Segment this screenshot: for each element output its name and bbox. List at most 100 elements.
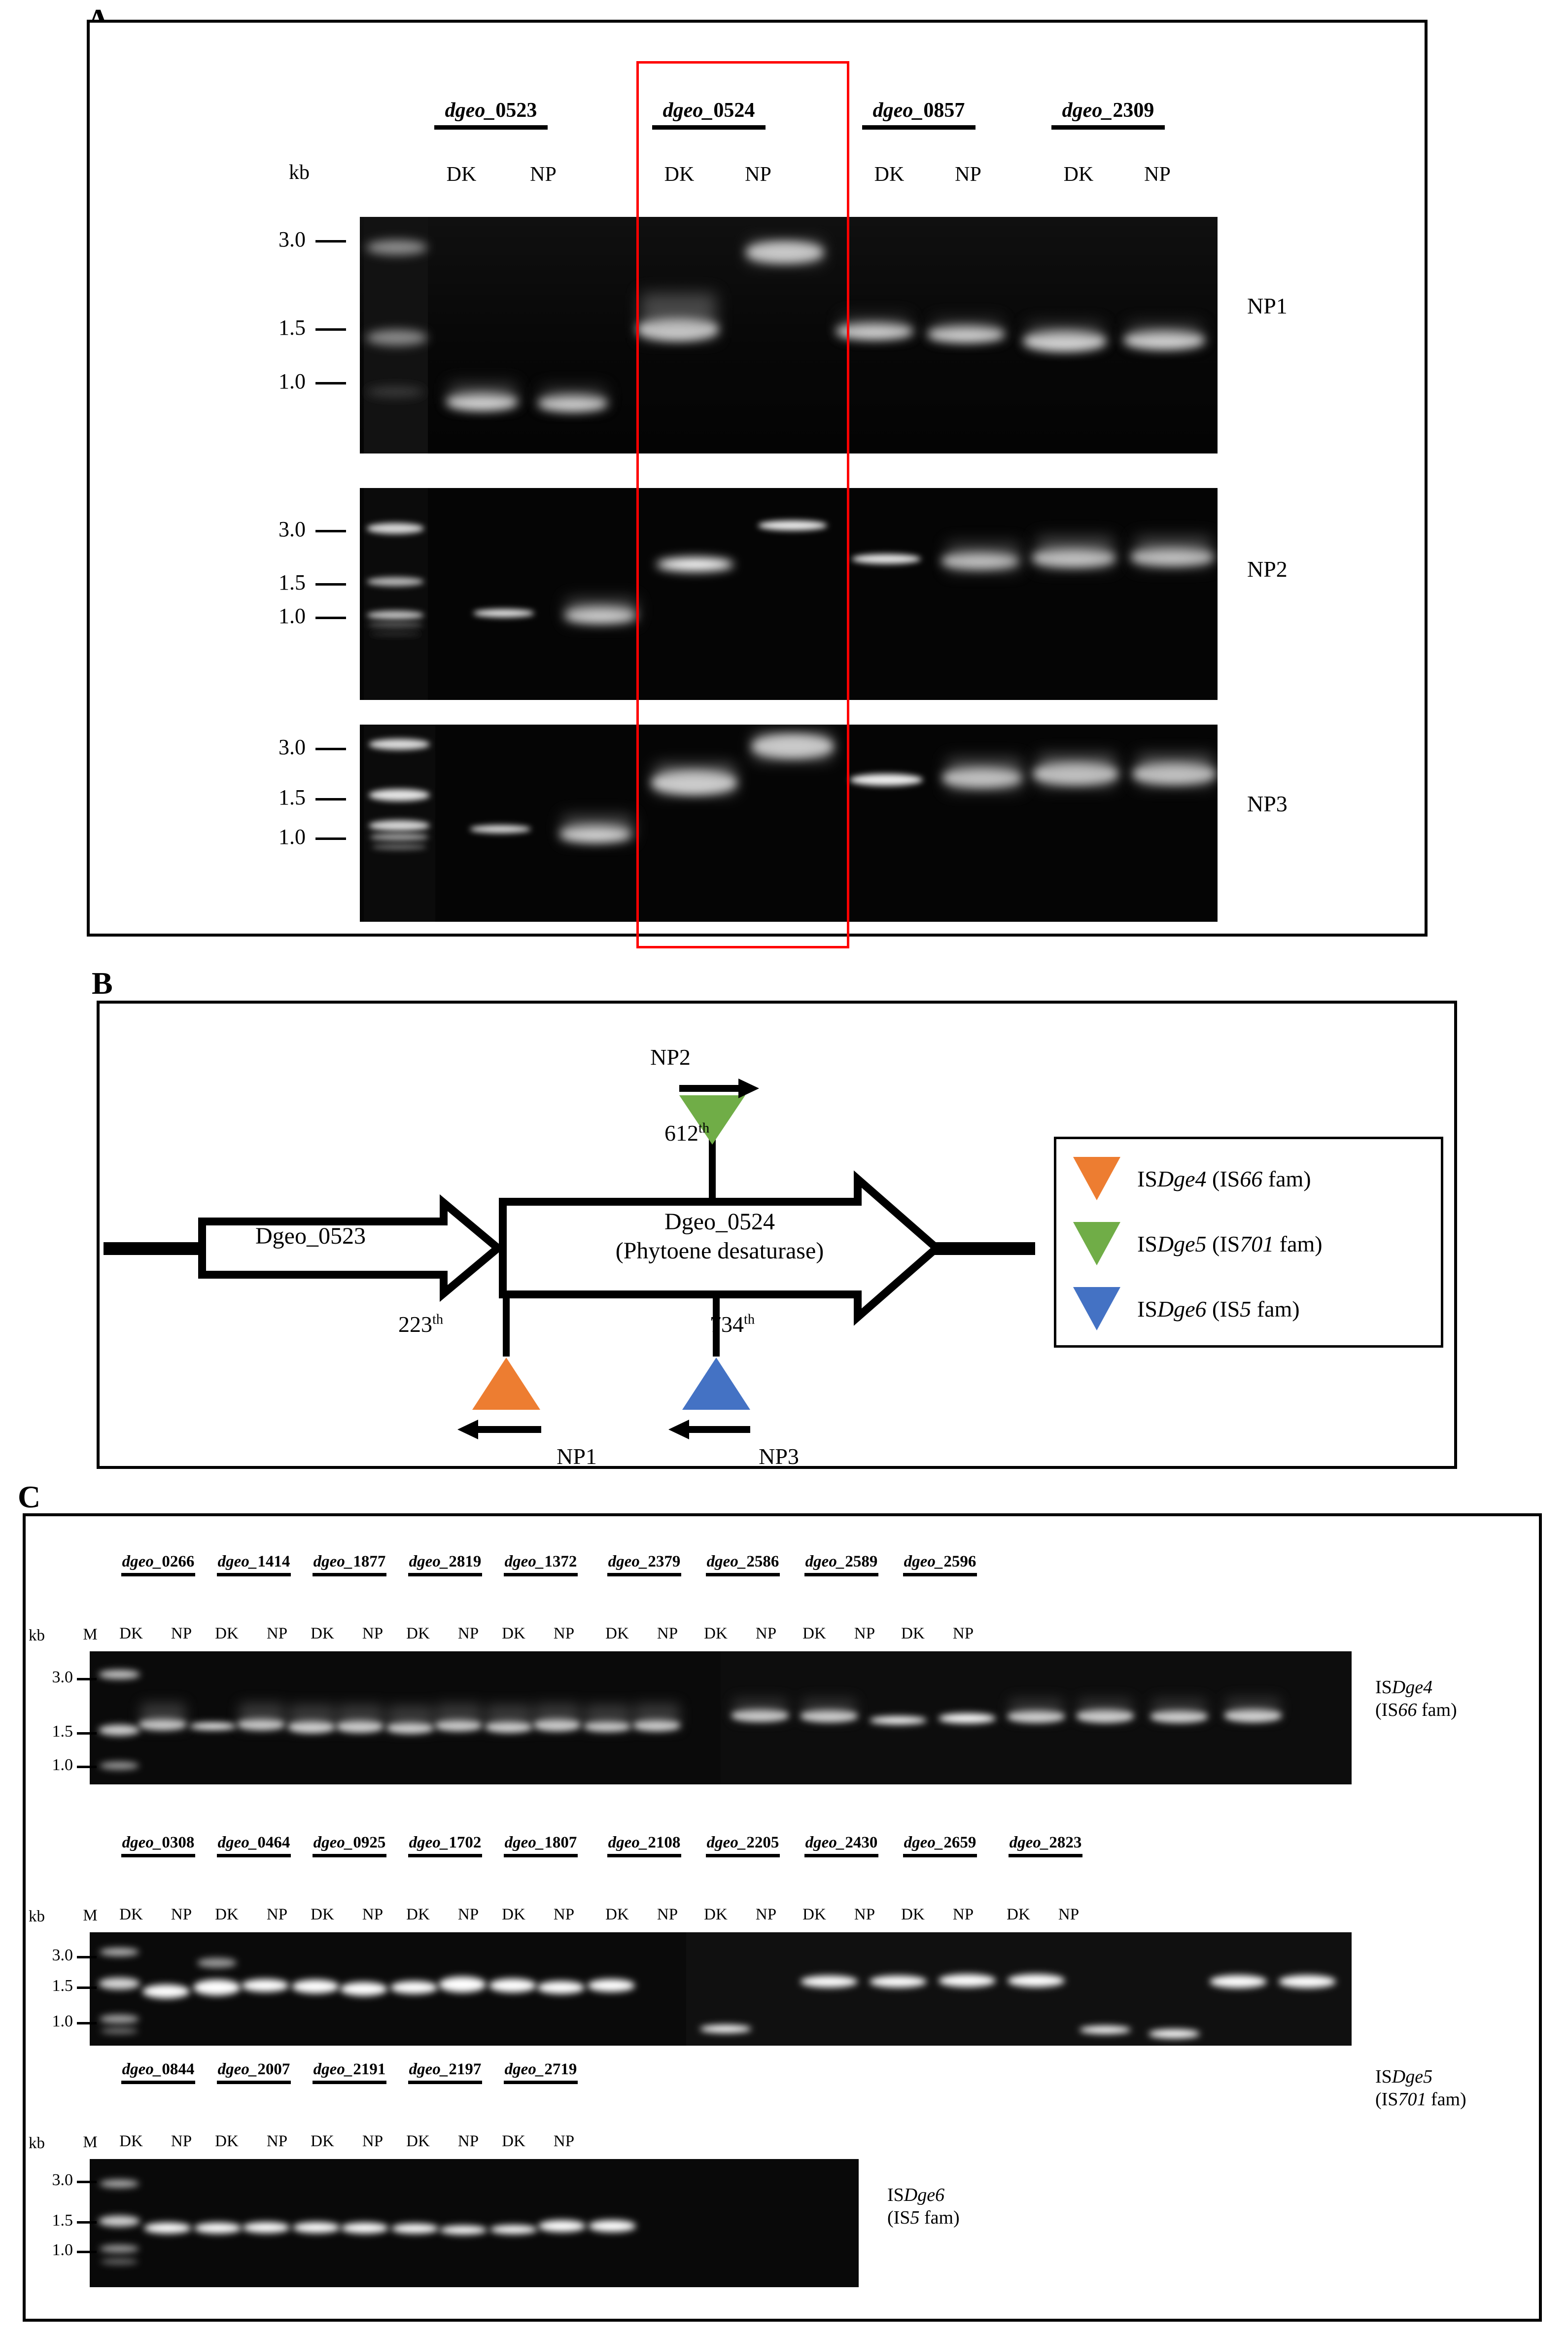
panel-b-position-734: 734th bbox=[710, 1311, 755, 1337]
gene-underline bbox=[313, 1854, 386, 1857]
marker-tick bbox=[77, 2022, 97, 2024]
gene-underline bbox=[652, 125, 766, 130]
panel-c-row1-lane-np-1: NP bbox=[266, 1625, 288, 1642]
panel-c-row2-marker-lane: M bbox=[83, 1907, 98, 1924]
gene-underline bbox=[121, 1854, 195, 1857]
panel-c-row2-lane-np-2: NP bbox=[362, 1906, 383, 1923]
marker-tick bbox=[315, 583, 346, 586]
panel-c-row3-kb-label: kb bbox=[29, 2134, 45, 2152]
marker-tick bbox=[315, 617, 346, 619]
panel-a-gene-header-1: dgeo_0524 bbox=[635, 99, 783, 130]
panel-b-np2-label: NP2 bbox=[650, 1045, 691, 1070]
panel-c-row2-lane-dk-1: DK bbox=[215, 1906, 239, 1923]
panel-a-row-label-np2: NP2 bbox=[1247, 557, 1288, 582]
gene-underline bbox=[607, 1854, 681, 1857]
panel-c-row3-lane-np-0: NP bbox=[171, 2132, 192, 2150]
panel-c-row1-lane-np-0: NP bbox=[171, 1625, 192, 1642]
panel-c-row3-gene-2: dgeo_2191 bbox=[305, 2060, 394, 2084]
gene-underline bbox=[313, 2081, 386, 2084]
panel-b-position-612: 612th bbox=[664, 1120, 709, 1146]
panel-c-row2-lane-dk-5: DK bbox=[605, 1906, 629, 1923]
panel-a-marker-np3-1.5: 1.5 bbox=[279, 785, 306, 809]
panel-c-row1-lane-np-7: NP bbox=[854, 1625, 875, 1642]
gene-underline bbox=[504, 2081, 578, 2084]
panel-b-gene-right-label: Dgeo_0524 (Phytoene desaturase) bbox=[503, 1208, 937, 1265]
panel-a-row-label-np1: NP1 bbox=[1247, 293, 1288, 318]
triangle-down-green-icon bbox=[1073, 1222, 1120, 1265]
gene-underline bbox=[1051, 125, 1165, 130]
legend-label-isdge6: ISDge6 (IS5 fam) bbox=[1137, 1296, 1300, 1322]
position-number: 612 bbox=[664, 1120, 698, 1146]
panel-a-lane-dk-2: DK bbox=[874, 163, 905, 186]
gene-underline bbox=[408, 1573, 482, 1576]
marker-tick bbox=[77, 1732, 97, 1735]
panel-c-row2-lane-np-0: NP bbox=[171, 1906, 192, 1923]
panel-c-row2-lane-np-9: NP bbox=[1058, 1906, 1080, 1923]
panel-c-row3-gene-4: dgeo_2719 bbox=[496, 2060, 586, 2084]
panel-a-gene-header-0: dgeo_0523 bbox=[417, 99, 565, 130]
panel-c-row3-marker-3.0: 3.0 bbox=[52, 2171, 73, 2189]
panel-c-row2-gene-2: dgeo_0925 bbox=[305, 1834, 394, 1857]
panel-a-gel-np3 bbox=[360, 725, 1218, 922]
marker-tick bbox=[315, 382, 346, 384]
marker-tick bbox=[315, 328, 346, 331]
panel-a-lane-dk-3: DK bbox=[1063, 163, 1094, 186]
gene-underline bbox=[804, 1854, 878, 1857]
panel-c-row1-side-label: ISDge4 (IS66 fam) bbox=[1375, 1676, 1457, 1722]
panel-b-gene-right-line1: Dgeo_0524 bbox=[664, 1209, 775, 1235]
panel-c-row2-lane-np-5: NP bbox=[657, 1906, 678, 1923]
position-ordinal: th bbox=[432, 1312, 444, 1327]
position-number: 734 bbox=[710, 1312, 744, 1337]
panel-c-row3-lane-dk-4: DK bbox=[502, 2132, 525, 2150]
panel-c-row2-lane-dk-9: DK bbox=[1007, 1906, 1030, 1923]
panel-c-row3-marker-1.5: 1.5 bbox=[52, 2211, 73, 2230]
panel-c-gel-row2 bbox=[90, 1932, 1352, 2046]
legend-label-isdge4: ISDge4 (IS66 fam) bbox=[1137, 1166, 1311, 1191]
gene-underline bbox=[121, 2081, 195, 2084]
panel-b-np1-label: NP1 bbox=[557, 1444, 597, 1469]
panel-c-row2-lane-np-6: NP bbox=[755, 1906, 777, 1923]
panel-a-marker-np1-1.5: 1.5 bbox=[279, 315, 306, 340]
panel-c-row1-lane-np-2: NP bbox=[362, 1625, 383, 1642]
panel-a-kb-label: kb bbox=[289, 161, 310, 184]
marker-tick bbox=[315, 748, 346, 750]
panel-c-row2-lane-dk-4: DK bbox=[502, 1906, 525, 1923]
panel-c-row1-lane-dk-8: DK bbox=[901, 1625, 925, 1642]
marker-tick bbox=[77, 1986, 97, 1989]
panel-b-gene-left-label: Dgeo_0523 bbox=[255, 1223, 366, 1249]
panel-c-row2-lane-np-8: NP bbox=[952, 1906, 974, 1923]
panel-a-gene-header-2: dgeo_0857 bbox=[845, 99, 993, 130]
panel-c-row1-lane-dk-7: DK bbox=[802, 1625, 826, 1642]
panel-a-marker-np2-3.0: 3.0 bbox=[279, 517, 306, 541]
panel-c-row3-lane-np-4: NP bbox=[553, 2132, 575, 2150]
panel-a-lane-dk-0: DK bbox=[446, 163, 477, 186]
panel-a-lane-np-2: NP bbox=[955, 163, 981, 186]
panel-b-gene-map bbox=[104, 1035, 1040, 1459]
panel-c-row2-gene-8: dgeo_2659 bbox=[895, 1834, 985, 1857]
panel-c-row2-lane-np-3: NP bbox=[457, 1906, 479, 1923]
gene-underline bbox=[504, 1854, 578, 1857]
marker-tick bbox=[77, 2181, 97, 2183]
gene-prefix: dgeo_ bbox=[662, 99, 714, 122]
panel-a-marker-np1-1.0: 1.0 bbox=[279, 369, 306, 393]
panel-c-row1-lane-np-8: NP bbox=[952, 1625, 974, 1642]
panel-c-row1-gene-4: dgeo_1372 bbox=[496, 1553, 586, 1576]
panel-c-row1-lane-dk-4: DK bbox=[502, 1625, 525, 1642]
panel-b-legend: ISDge4 (IS66 fam) ISDge5 (IS701 fam) ISD… bbox=[1054, 1137, 1443, 1348]
panel-b-letter: B bbox=[92, 966, 113, 1001]
panel-c-row1-gene-7: dgeo_2589 bbox=[797, 1553, 886, 1576]
panel-c-row3-lane-np-1: NP bbox=[266, 2132, 288, 2150]
panel-c-row3-gene-0: dgeo_0844 bbox=[113, 2060, 203, 2084]
side-label-line1: ISDge4 bbox=[1375, 1677, 1433, 1698]
side-label-line2: (IS66 fam) bbox=[1375, 1700, 1457, 1721]
gene-prefix: dgeo_ bbox=[872, 99, 924, 122]
marker-tick bbox=[315, 837, 346, 840]
panel-a-lane-np-1: NP bbox=[745, 163, 771, 186]
panel-c-row2-gene-1: dgeo_0464 bbox=[209, 1834, 299, 1857]
legend-item-isdge5: ISDge5 (IS701 fam) bbox=[1073, 1222, 1323, 1265]
side-label-line1: ISDge6 bbox=[887, 2185, 945, 2205]
panel-c-row1-marker-3.0: 3.0 bbox=[52, 1668, 73, 1686]
panel-c-row3-lane-dk-1: DK bbox=[215, 2132, 239, 2150]
panel-c-row1-lane-dk-1: DK bbox=[215, 1625, 239, 1642]
panel-c-row2-lane-dk-8: DK bbox=[901, 1906, 925, 1923]
